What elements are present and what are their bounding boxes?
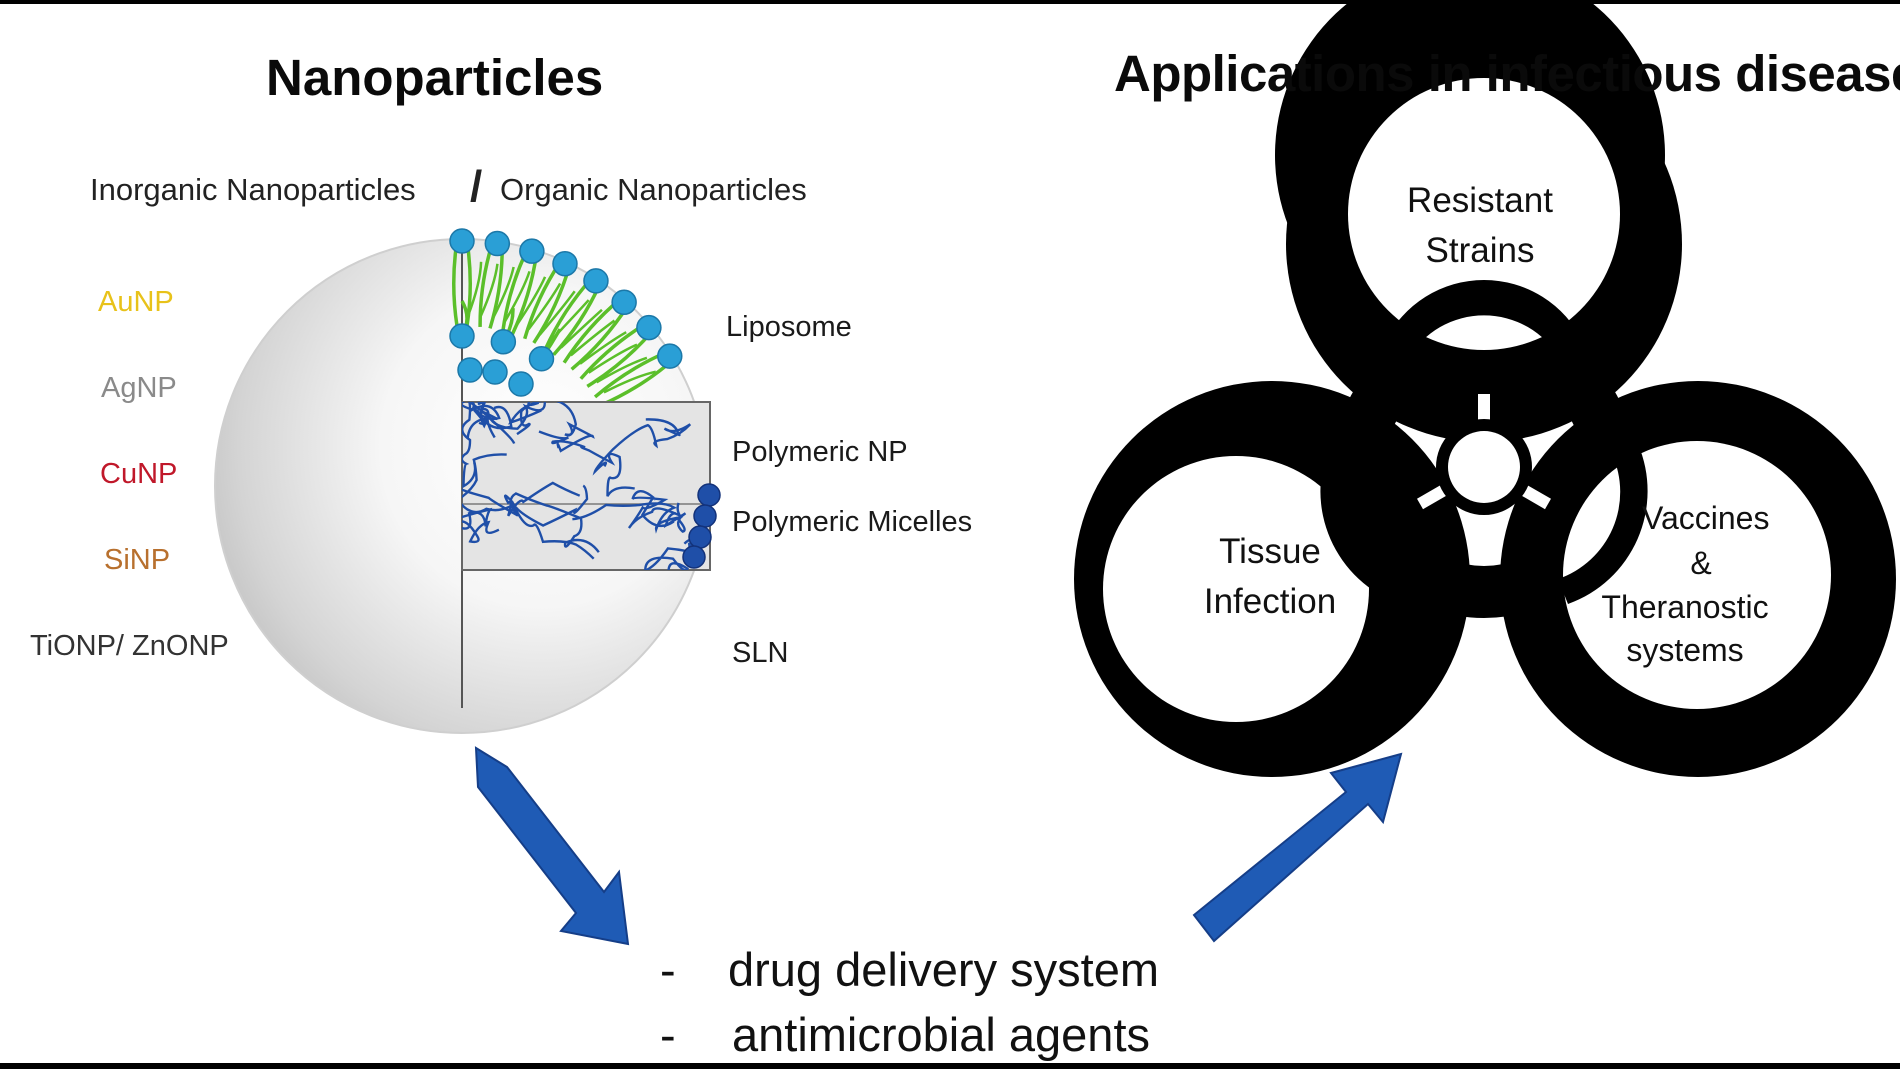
lipid-tail: [479, 263, 499, 318]
lipid-tail: [466, 261, 483, 317]
inorganic-heading: Inorganic Nanoparticles: [90, 172, 416, 207]
biohazard-crescent: [1558, 444, 1648, 604]
polymer-chain: [627, 489, 683, 529]
polymeric-micelles-label: Polymeric Micelles: [732, 506, 973, 538]
applications-title: Applications in infectious diseases: [1114, 45, 1900, 102]
polymer-chain: [538, 430, 635, 497]
organic-heading: Organic Nanoparticles: [500, 172, 807, 207]
polymer-chains: [462, 402, 706, 570]
lipid-tail: [560, 308, 603, 349]
micelle-head: [693, 504, 717, 528]
arrow-up-right: [1192, 752, 1403, 943]
lipid-head: [636, 314, 662, 341]
biohazard-crescent: [1385, 279, 1583, 359]
lipid-tail: [527, 282, 562, 331]
lipid-head: [490, 329, 517, 355]
lipid-tail: [538, 290, 576, 336]
lipid-head: [552, 250, 578, 277]
polymer-chain: [462, 507, 500, 544]
lipid-tail: [549, 299, 590, 342]
lipid-head: [583, 268, 609, 294]
lipid-tail: [579, 331, 627, 365]
theranostic-systems-label: Theranostic systems: [1601, 589, 1769, 669]
polymer-chain: [462, 402, 516, 489]
polymer-chain: [572, 502, 687, 534]
polymer-chain: [516, 402, 595, 453]
lipid-tail: [570, 319, 616, 357]
sln-label: SLN: [732, 637, 789, 669]
lipid-head: [519, 238, 545, 264]
heading-slash: /: [470, 162, 483, 211]
lipid-tail: [515, 276, 547, 326]
lipid-head: [528, 346, 555, 372]
micelle-head: [688, 525, 712, 549]
liposome-label: Liposome: [726, 311, 852, 343]
lipid-tail: [491, 266, 515, 320]
cunp-label: CuNP: [100, 458, 178, 490]
polymeric-np-band: [461, 401, 721, 571]
lipid-tail: [588, 343, 638, 374]
lipid-head: [484, 230, 511, 257]
tionp-znonp-label: TiONP/ ZnONP: [30, 630, 229, 662]
vaccines-label: Vaccines: [1642, 500, 1770, 536]
liposome-bilayer: [449, 228, 683, 408]
tissue-infection-label: Tissue Infection: [1203, 532, 1337, 621]
resistant-strains-label: Resistant Strains: [1407, 181, 1553, 270]
agnp-label: AgNP: [101, 372, 177, 404]
lipid-head: [508, 371, 534, 397]
use-drug-delivery: drug delivery system: [728, 943, 1159, 996]
aunp-label: AuNP: [98, 286, 174, 318]
nanoparticles-title: Nanoparticles: [266, 49, 604, 106]
lipid-tail: [603, 370, 657, 394]
biohazard-hub-center: [1448, 431, 1520, 503]
arrow-down-right: [474, 746, 630, 946]
polymer-chain: [462, 487, 600, 553]
biohazard-icon: [1074, 4, 1896, 777]
use-dash-1: -: [660, 943, 676, 996]
use-antimicrobial: antimicrobial agents: [732, 1008, 1150, 1061]
lipid-head: [449, 323, 475, 349]
figure-graphics: [214, 4, 1896, 946]
lipid-tail: [596, 356, 648, 384]
biohazard-crescent: [1320, 444, 1410, 604]
biohazard-lobe-window: [1103, 456, 1369, 722]
lipid-head: [657, 343, 683, 369]
sinp-label: SiNP: [104, 544, 171, 576]
polymeric-np-label: Polymeric NP: [732, 436, 908, 468]
lipid-head: [611, 289, 637, 316]
lipid-head: [482, 359, 508, 385]
ampersand-label: &: [1690, 545, 1712, 581]
lipid-tail: [503, 270, 531, 323]
micelle-head: [697, 483, 721, 507]
lipid-head: [457, 357, 483, 383]
polymer-chain: [503, 481, 589, 527]
polymer-chain: [592, 418, 692, 476]
polymer-chain: [643, 538, 706, 570]
polymer-chain: [462, 402, 513, 430]
micelle-head: [682, 545, 706, 569]
lipid-head: [449, 228, 475, 254]
use-dash-2: -: [660, 1008, 676, 1061]
micelle-heads: [682, 483, 721, 569]
figure-canvas: Nanoparticles Applications in infectious…: [0, 4, 1900, 1063]
biohazard-lobe-window: [1348, 78, 1620, 350]
